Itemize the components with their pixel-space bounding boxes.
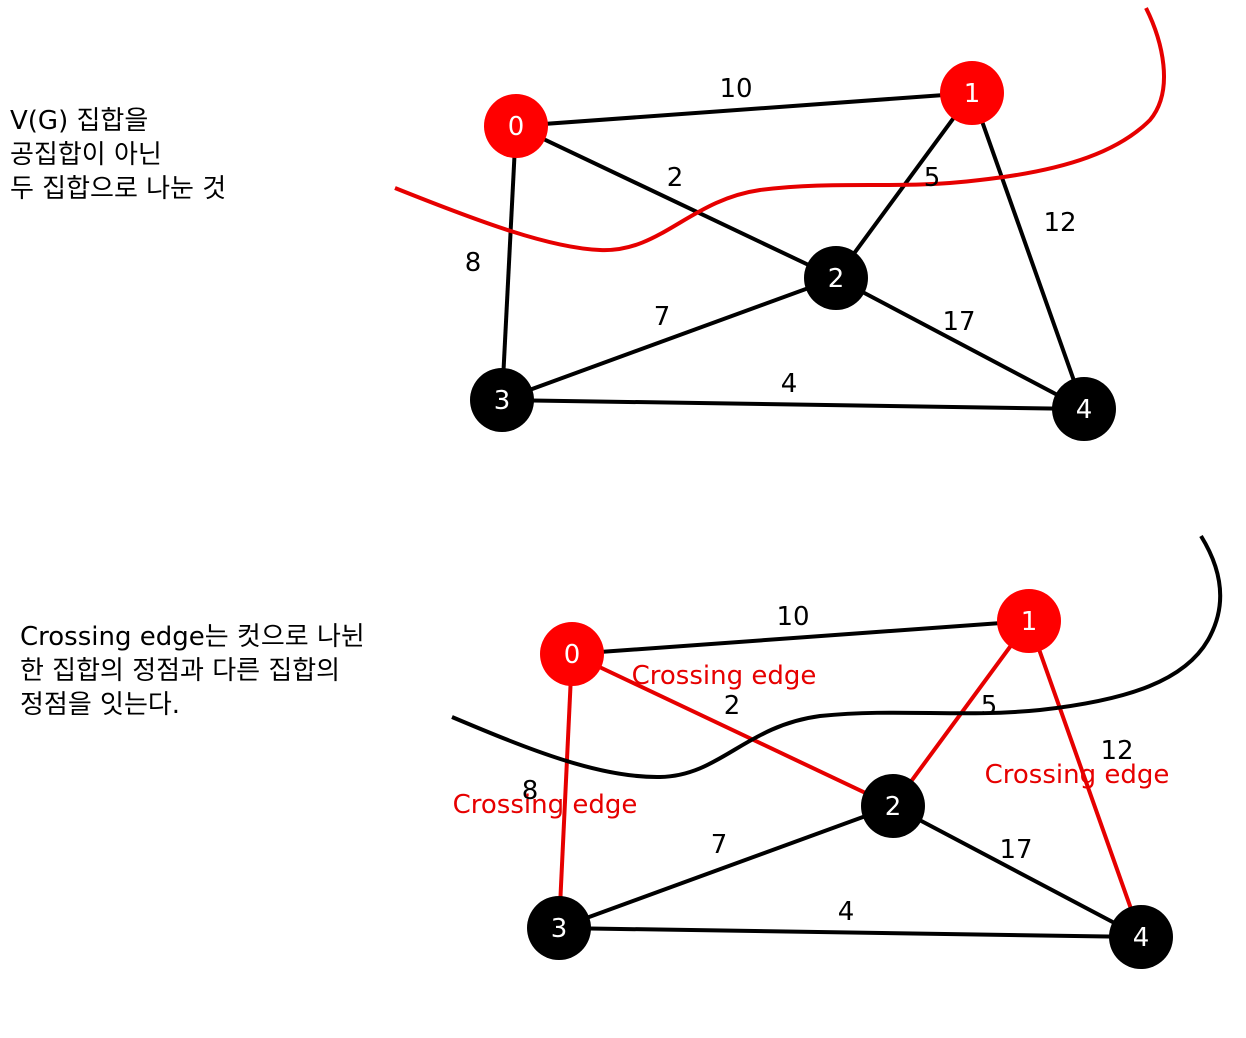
edge-0-1 (571, 619, 1030, 656)
edge-3-4 (501, 398, 1085, 411)
node-label-4: 4 (1076, 395, 1093, 425)
node-2 (861, 774, 925, 838)
edge-weight-1-2: 5 (981, 691, 998, 721)
crossing-edge-label: Crossing edge (632, 661, 817, 691)
node-label-4: 4 (1133, 923, 1150, 953)
edge-1-4 (970, 92, 1086, 410)
node-label-2: 2 (828, 264, 845, 294)
edge-2-4 (835, 276, 1085, 411)
node-label-1: 1 (1021, 607, 1038, 637)
edge-0-3 (557, 653, 574, 929)
edge-weight-0-1: 10 (719, 74, 752, 104)
edge-2-3 (501, 276, 837, 402)
cut-line (451, 534, 1223, 780)
edge-weight-2-3: 7 (711, 830, 728, 860)
edge-weight-0-3: 8 (465, 248, 482, 278)
edge-0-1 (515, 91, 973, 128)
crossing-edge-label: Crossing edge (453, 790, 638, 820)
bottom-caption: Crossing edge는 컷으로 나뉜 한 집합의 정점과 다른 집합의 정… (20, 622, 365, 720)
node-4 (1109, 905, 1173, 969)
edge-0-2 (571, 652, 894, 808)
edge-weight-2-3: 7 (654, 302, 671, 332)
edge-weight-1-4: 12 (1043, 208, 1076, 238)
node-label-0: 0 (508, 112, 525, 142)
node-label-3: 3 (551, 914, 568, 944)
edge-weight-0-2: 2 (667, 163, 684, 193)
edge-3-4 (558, 926, 1142, 939)
edge-weight-1-4: 12 (1100, 736, 1133, 766)
crossing-edge-label: Crossing edge (985, 760, 1170, 790)
node-label-1: 1 (964, 79, 981, 109)
edge-weight-1-2: 5 (924, 163, 941, 193)
cut-line (394, 7, 1166, 253)
node-1 (940, 61, 1004, 125)
node-3 (527, 896, 591, 960)
edge-2-3 (558, 804, 894, 930)
node-0 (484, 94, 548, 158)
edge-weight-3-4: 4 (781, 369, 798, 399)
edge-weight-2-4: 17 (999, 835, 1032, 865)
node-0 (540, 622, 604, 686)
edge-weight-0-2: 2 (724, 691, 741, 721)
node-3 (470, 368, 534, 432)
edge-2-4 (892, 804, 1142, 939)
node-label-3: 3 (494, 386, 511, 416)
node-1 (997, 589, 1061, 653)
edge-weight-3-4: 4 (838, 897, 855, 927)
edge-0-2 (515, 124, 837, 280)
edge-1-4 (1027, 620, 1143, 938)
edge-0-3 (500, 125, 518, 401)
top-caption: V(G) 집합을 공집합이 아닌 두 집합으로 나눈 것 (10, 106, 227, 204)
edge-weight-0-3: 8 (522, 776, 539, 806)
node-2 (804, 246, 868, 310)
node-label-2: 2 (885, 792, 902, 822)
edge-weight-0-1: 10 (776, 602, 809, 632)
node-label-0: 0 (564, 640, 581, 670)
edge-weight-2-4: 17 (942, 307, 975, 337)
node-4 (1052, 377, 1116, 441)
